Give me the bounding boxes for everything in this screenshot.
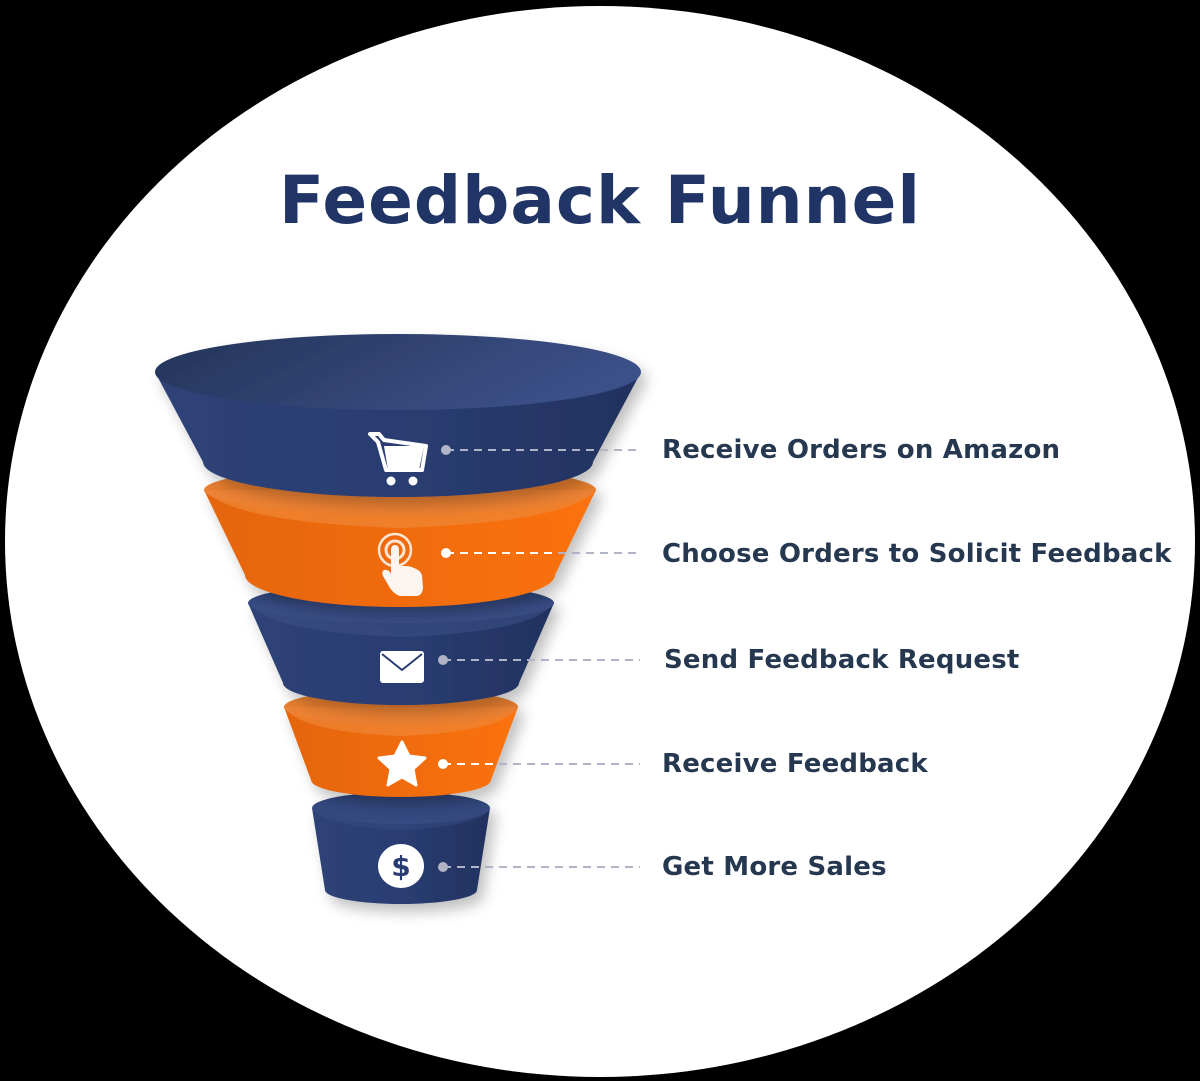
- step-label-receive-feedback: Receive Feedback: [662, 749, 928, 779]
- funnel-layer-1: [155, 334, 641, 497]
- star-icon: [377, 740, 427, 787]
- connector-4: [438, 759, 640, 769]
- envelope-icon: [380, 651, 424, 683]
- step-label-send-request: Send Feedback Request: [664, 645, 1020, 675]
- connectors: [438, 445, 640, 872]
- dollar-coin-icon: $: [378, 844, 424, 888]
- step-label-choose-orders: Choose Orders to Solicit Feedback: [662, 539, 1172, 569]
- connector-1: [441, 445, 640, 455]
- step-label-receive-orders: Receive Orders on Amazon: [662, 435, 1061, 465]
- connector-3: [438, 655, 640, 665]
- tap-hand-icon: [377, 532, 423, 596]
- shopping-cart-icon: [368, 432, 428, 486]
- white-circle-background: [5, 6, 1195, 1077]
- connector-5: [438, 862, 640, 872]
- step-label-more-sales: Get More Sales: [662, 852, 887, 882]
- connector-2: [441, 548, 640, 558]
- svg-text:$: $: [391, 850, 410, 883]
- diagram-title: Feedback Funnel: [278, 162, 922, 239]
